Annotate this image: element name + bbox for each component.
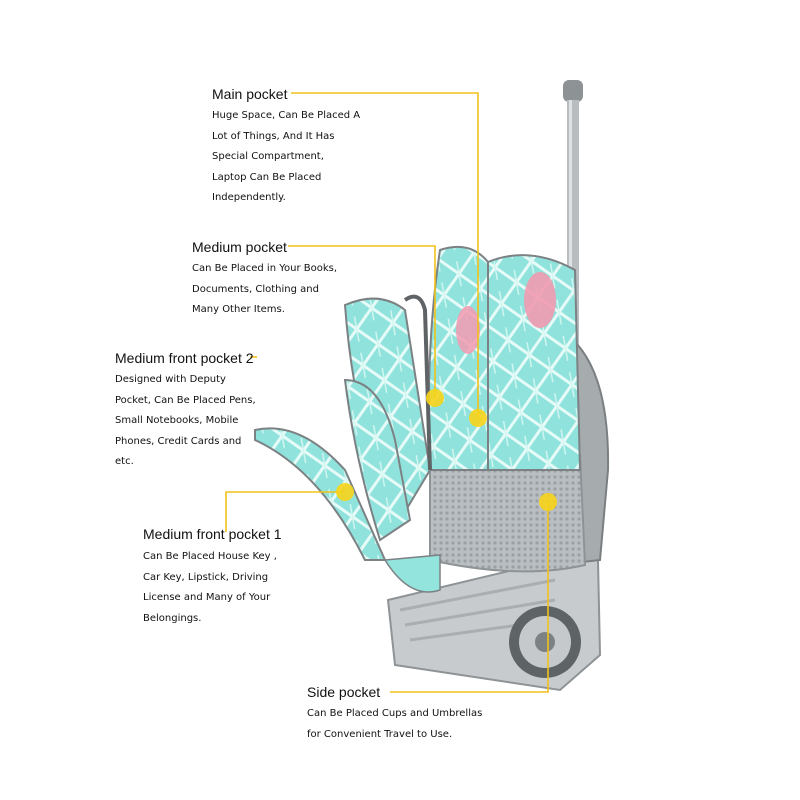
callout-dot-icon [539, 493, 557, 511]
wheel-base [386, 559, 602, 692]
callout-medium-front-pocket-1: Medium front pocket 1 Can Be Placed Hous… [143, 525, 282, 629]
callout-description: Can Be Placed House Key , Car Key, Lipst… [143, 547, 282, 629]
callout-line: Huge Space, Can Be Placed A [212, 110, 361, 121]
callout-title: Medium front pocket 2 [115, 350, 254, 366]
callout-title: Medium pocket [192, 239, 287, 255]
callout-medium-front-pocket-2: Medium front pocket 2 Designed with Depu… [115, 349, 256, 473]
callout-line: Laptop Can Be Placed [212, 171, 322, 183]
callout-line: for Convenient Travel to Use. [307, 728, 453, 740]
callout-main-pocket: Main pocket Huge Space, Can Be Placed A … [212, 85, 360, 209]
main-compartment [487, 254, 582, 471]
callout-dot-icon [336, 483, 354, 501]
callout-dot-icon [426, 389, 444, 407]
callout-line: Phones, Credit Cards and [115, 435, 242, 447]
leader-front-pocket-1 [225, 491, 345, 532]
callout-title: Side pocket [307, 684, 381, 700]
callout-line: Lot of Things, And It Has [212, 130, 335, 142]
leader-medium-pocket [288, 245, 436, 398]
callout-description: Can Be Placed Cups and Umbrellas for Con… [307, 704, 482, 745]
callout-line: Belongings. [143, 612, 202, 624]
callout-line: Independently. [212, 192, 286, 203]
leader-main-pocket [291, 92, 479, 418]
leader-side-pocket [390, 502, 549, 693]
callout-line: Special Compartment, [212, 151, 324, 162]
callout-description: Huge Space, Can Be Placed A Lot of Thing… [212, 106, 360, 209]
callout-line: Designed with Deputy [115, 374, 226, 385]
callout-description: Can Be Placed in Your Books, Documents, … [192, 259, 337, 321]
callout-line: Can Be Placed in Your Books, [192, 263, 338, 274]
callout-dots [336, 389, 557, 511]
callout-line: Car Key, Lipstick, Driving [143, 571, 269, 583]
front-pocket-1-panel [254, 378, 441, 593]
callout-line: Can Be Placed House Key , [143, 551, 277, 562]
callout-line: etc. [115, 456, 134, 467]
callout-line: License and Many of Your [143, 592, 271, 603]
callout-line: Many Other Items. [192, 304, 285, 315]
callout-title: Medium front pocket 1 [143, 526, 282, 542]
callout-line: Can Be Placed Cups and Umbrellas [307, 708, 483, 719]
callout-title: Main pocket [212, 86, 288, 102]
callout-line: Small Notebooks, Mobile [115, 415, 239, 426]
callout-line: Pocket, Can Be Placed Pens, [115, 394, 256, 406]
callout-side-pocket: Side pocket Can Be Placed Cups and Umbre… [307, 683, 482, 745]
medium-pocket-panel [427, 246, 489, 471]
callout-line: Documents, Clothing and [192, 283, 319, 295]
callout-medium-pocket: Medium pocket Can Be Placed in Your Book… [192, 238, 337, 321]
callout-description: Designed with Deputy Pocket, Can Be Plac… [115, 370, 256, 473]
callout-dot-icon [469, 409, 487, 427]
leader-lines [225, 92, 549, 693]
